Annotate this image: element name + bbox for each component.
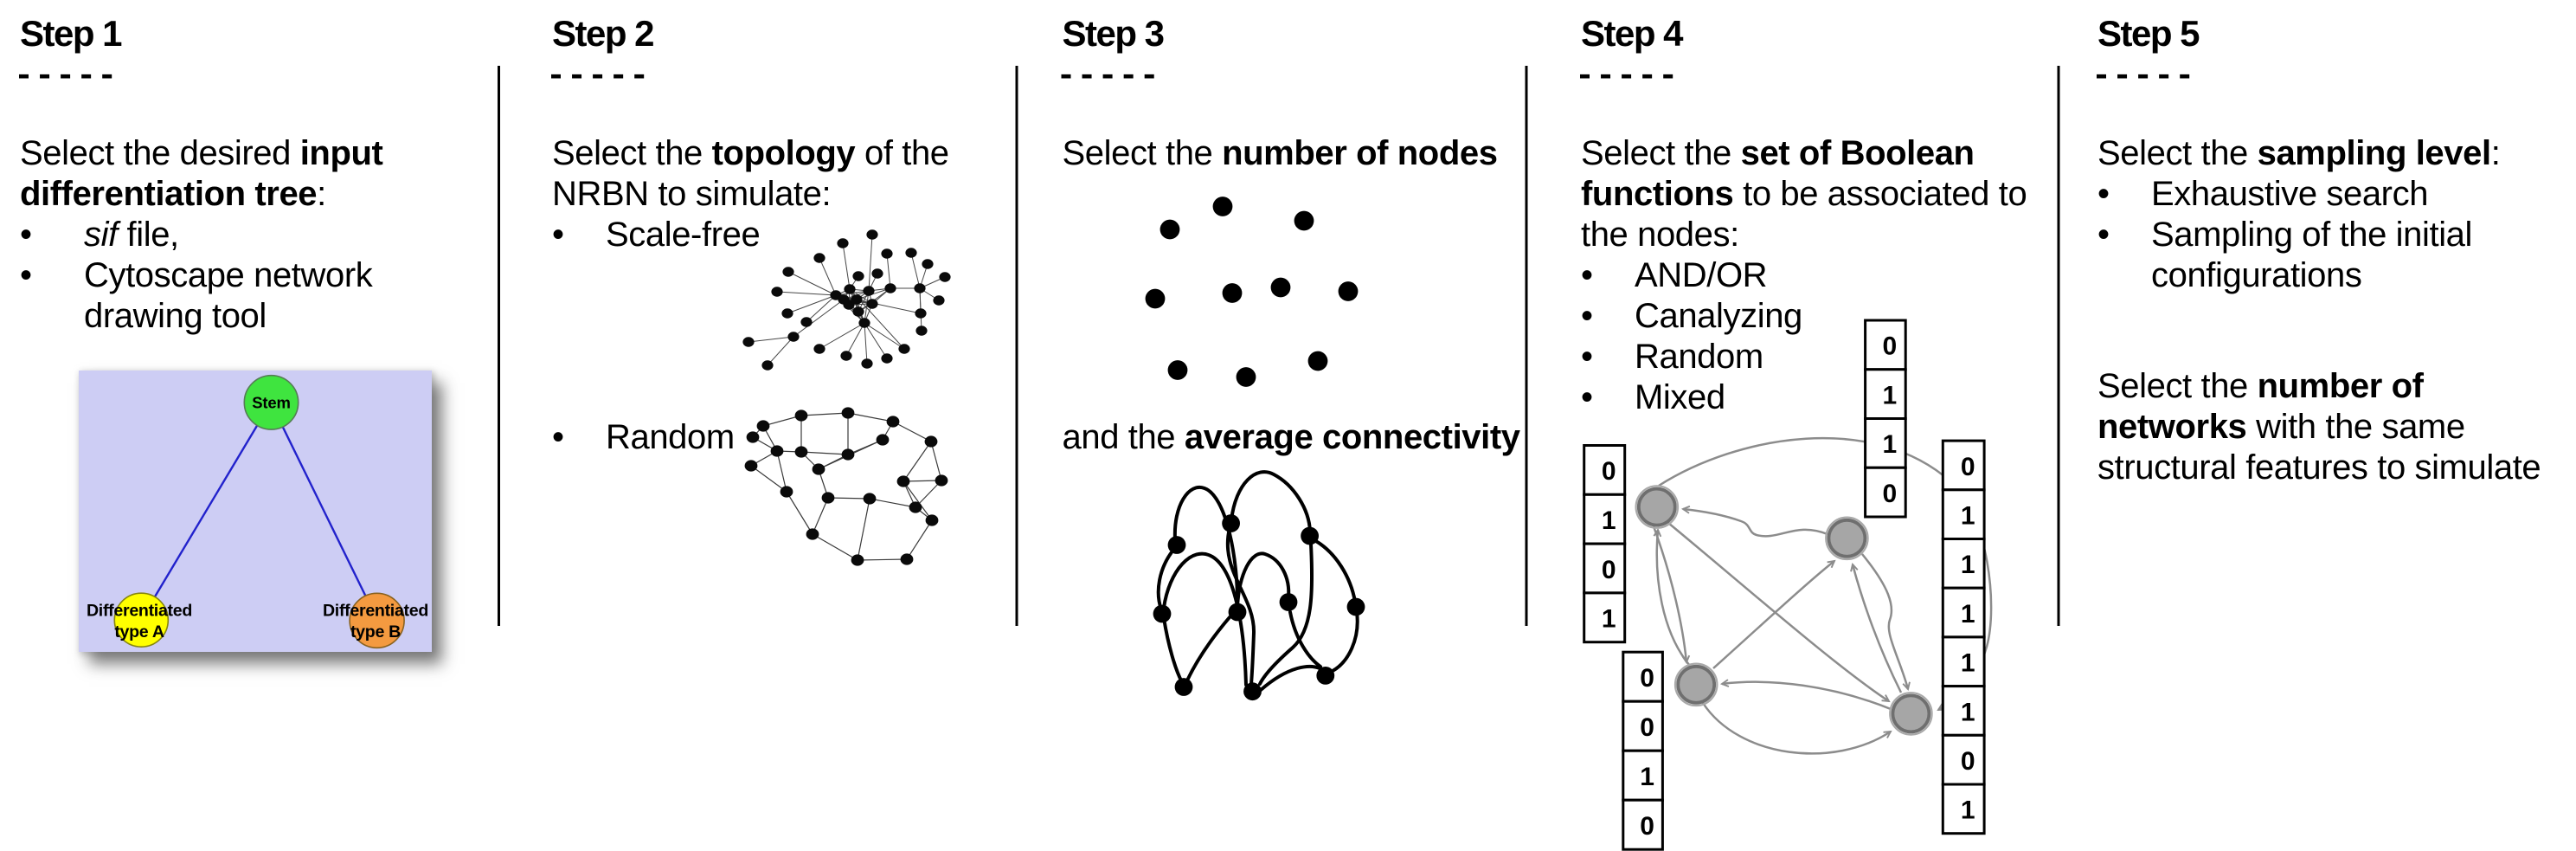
svg-text:1: 1 [1961,551,1975,579]
svg-text:1: 1 [1961,649,1975,678]
svg-text:0: 0 [1883,480,1898,508]
svg-text:1: 1 [1640,763,1654,791]
svg-text:Differentiated: Differentiated [323,602,428,621]
svg-text:0: 0 [1602,556,1616,584]
svg-text:Stem: Stem [252,394,290,412]
svg-text:0: 0 [1961,453,1975,481]
svg-text:1: 1 [1961,600,1975,629]
svg-text:1: 1 [1961,796,1975,825]
svg-text:0: 0 [1883,332,1898,361]
svg-text:type B: type B [350,622,401,641]
svg-text:1: 1 [1883,381,1898,409]
svg-text:1: 1 [1602,605,1616,634]
svg-text:1: 1 [1961,501,1975,530]
svg-text:type A: type A [114,622,164,641]
svg-text:0: 0 [1961,747,1975,776]
svg-text:Differentiated: Differentiated [87,602,192,621]
svg-text:1: 1 [1883,430,1898,459]
svg-text:0: 0 [1640,664,1654,693]
svg-text:0: 0 [1602,457,1616,486]
svg-text:0: 0 [1640,713,1654,742]
svg-text:1: 1 [1602,506,1616,535]
svg-text:0: 0 [1640,812,1654,841]
svg-text:1: 1 [1961,698,1975,726]
